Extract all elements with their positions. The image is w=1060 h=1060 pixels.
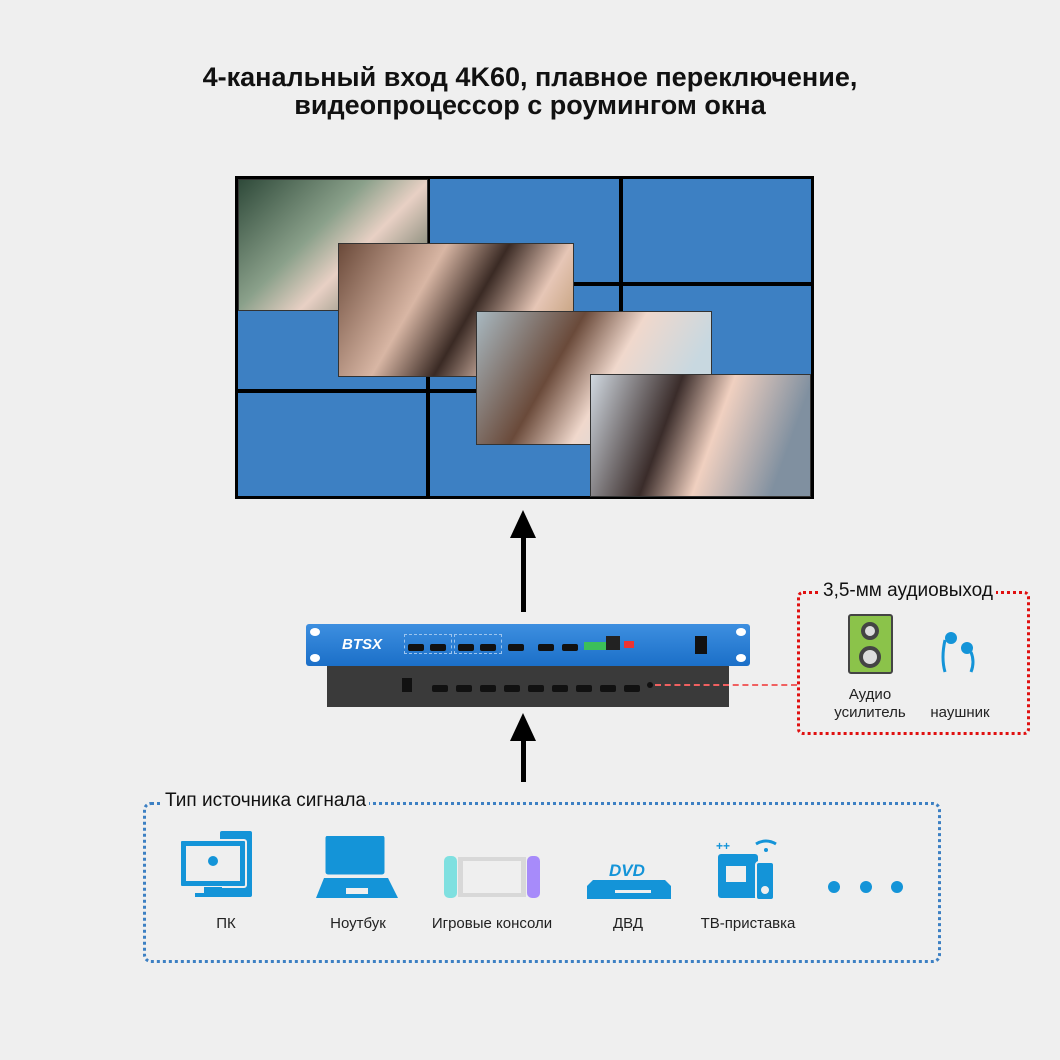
source-label-laptop: Ноутбук (330, 915, 386, 932)
wall-screen (622, 179, 811, 282)
signal-source-box (143, 802, 941, 963)
more-dot-icon (828, 881, 840, 893)
page-title-line1: 4-канальный вход 4K60, плавное переключе… (202, 62, 858, 92)
earphones-icon (941, 632, 975, 673)
audio-connector-line (655, 684, 797, 686)
pc-icon (180, 831, 252, 897)
earphones-label: наушник (930, 704, 990, 721)
speaker-icon (848, 614, 893, 674)
wall-screen (238, 393, 427, 496)
page-title-line2: видеопроцессор с роумингом окна (294, 90, 766, 120)
source-label-dvd: ДВД (613, 915, 643, 932)
source-label-pc: ПК (216, 915, 236, 932)
dvd-icon: DVD (587, 861, 671, 899)
audio-amplifier-label: Аудио усилитель (834, 686, 906, 721)
source-label-console: Игровые консоли (431, 915, 553, 932)
video-processor-back (327, 666, 729, 707)
window-photo-4 (590, 374, 811, 497)
signal-source-title: Тип источника сигнала (162, 790, 370, 812)
tv-box-icon: ++ (716, 839, 777, 900)
more-dot-icon (891, 881, 903, 893)
svg-text:DVD: DVD (609, 861, 645, 880)
laptop-icon (316, 836, 398, 898)
arrow-up-icon (510, 713, 536, 741)
arrow-line (521, 738, 526, 782)
video-processor-front: BTSX (306, 624, 750, 666)
source-label-tv-box: ТВ-приставка (700, 915, 796, 932)
brand-logo: BTSX (342, 636, 383, 653)
audio-output-title: 3,5-мм аудиовыход (820, 580, 996, 602)
arrow-line (521, 535, 526, 612)
svg-text:++: ++ (716, 839, 730, 853)
arrow-up-icon (510, 510, 536, 538)
more-dot-icon (860, 881, 872, 893)
game-console-icon (444, 856, 540, 898)
